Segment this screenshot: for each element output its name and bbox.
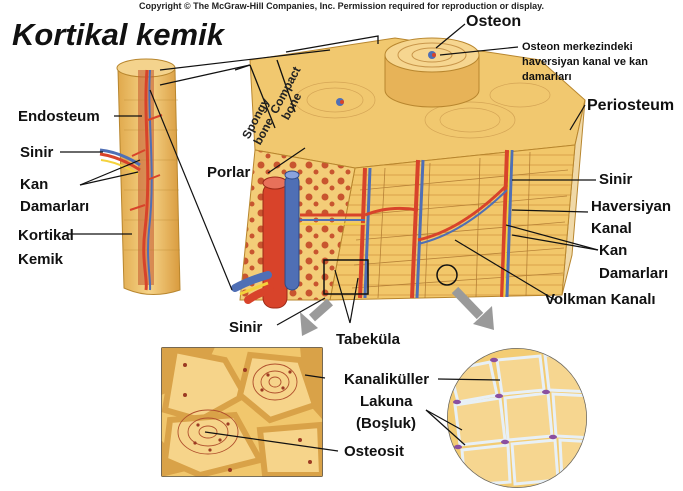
diagram-title: Kortikal kemik xyxy=(12,18,224,52)
label-osteon-center-line2: haversiyan kanal ve kan xyxy=(522,55,648,69)
label-endosteum: Endosteum xyxy=(18,107,100,126)
label-osteosit: Osteosit xyxy=(344,442,404,461)
label-lakuna-line1: Lakuna xyxy=(360,392,413,411)
label-porlar: Porlar xyxy=(207,163,250,182)
label-kan-right-line1: Kan xyxy=(599,241,627,260)
label-haversiyan-line1: Haversiyan xyxy=(591,197,671,216)
copyright-notice: Copyright © The McGraw-Hill Companies, I… xyxy=(0,0,683,12)
label-kortikal-line1: Kortikal xyxy=(18,226,74,245)
label-osteon: Osteon xyxy=(466,12,521,31)
label-osteon-center-line1: Osteon merkezindeki xyxy=(522,40,633,54)
label-kan-left-line1: Kan xyxy=(20,175,48,194)
label-kanalikuller: Kanaliküller xyxy=(344,370,429,389)
large-vessels xyxy=(235,171,299,308)
label-periosteum: Periosteum xyxy=(587,96,674,115)
osteon-cylinder xyxy=(385,38,479,107)
label-lakuna-line2: (Boşluk) xyxy=(356,414,416,433)
label-sinir-left: Sinir xyxy=(20,143,53,162)
label-kan-left-line2: Damarları xyxy=(20,197,89,216)
label-sinir-bottom: Sinir xyxy=(229,318,262,337)
label-kan-right-line2: Damarları xyxy=(599,264,668,283)
label-volkman: Volkman Kanalı xyxy=(545,290,656,309)
label-sinir-right: Sinir xyxy=(599,170,632,189)
zoom-canaliculi xyxy=(447,348,596,488)
label-osteon-center-line3: damarları xyxy=(522,70,572,84)
left-bone-rod xyxy=(100,59,180,295)
label-tabekula: Tabeküla xyxy=(336,330,400,349)
label-kortikal-line2: Kemik xyxy=(18,250,63,269)
zoom-trabeculae xyxy=(161,347,323,477)
label-haversiyan-line2: Kanal xyxy=(591,219,632,238)
